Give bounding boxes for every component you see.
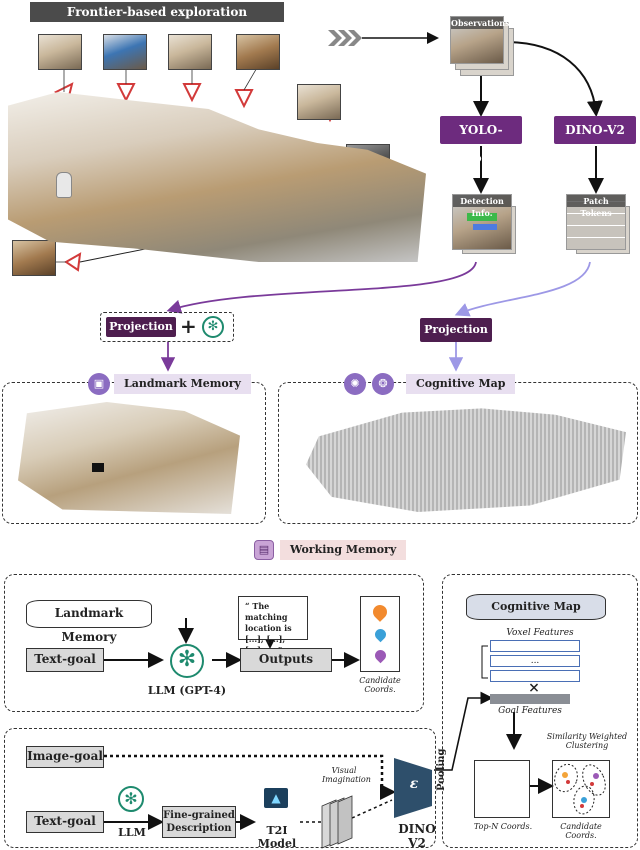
goal-features-label: Goal Features [498, 706, 562, 716]
lower-flow-panel [4, 728, 436, 848]
pin-icon [372, 647, 388, 664]
voxel-feature-bar [490, 670, 580, 682]
projection-right: Projection [420, 318, 492, 342]
detection-info-label: Detection Info. [453, 195, 511, 218]
tv-icon [92, 463, 104, 472]
frontier-title: Frontier-based exploration [30, 2, 284, 22]
llm-gpt4-label: LLM (GPT-4) [147, 684, 227, 697]
room-thumbnail [168, 34, 212, 70]
image-goal-block: Image-goal [26, 746, 104, 768]
llm-icon: ✻ [118, 786, 144, 812]
openai-icon: ✻ [202, 316, 224, 338]
landmark-memory-db: Landmark Memory [26, 600, 152, 644]
working-memory-icon: ▤ [254, 540, 274, 560]
cluster-box [552, 760, 610, 818]
quote-output-text: “ The matching location is [...], [...],… [238, 596, 308, 655]
yolo-world-block: YOLO-World [440, 116, 522, 165]
dino-v2-label: DINO V2 [398, 822, 436, 850]
voxel-feature-bar: ... [490, 655, 580, 667]
plus-sign: + [180, 314, 197, 338]
observations-label: Observations [451, 17, 510, 29]
projection-group [100, 312, 234, 342]
visual-imagination-label: Visual Imagination [322, 766, 371, 784]
gpt4-icon: ✻ [170, 644, 204, 678]
cognitive-map-db: Cognitive Map [466, 594, 606, 620]
robot-icon [56, 172, 72, 198]
landmark-house-image [18, 402, 240, 514]
detection-box [473, 224, 497, 230]
pooling-label: Pooling [436, 748, 447, 792]
room-thumbnail [236, 34, 280, 70]
pin-icon [370, 602, 390, 622]
fine-grained-description-block: Fine-grained Description [162, 806, 236, 838]
upper-flow-panel [4, 574, 424, 712]
landmark-memory-icon: ▣ [88, 373, 110, 395]
text-goal-lower: Text-goal [26, 811, 104, 833]
topn-box [474, 760, 530, 818]
similarity-label: Similarity Weighted Clustering [546, 732, 628, 750]
text-goal-upper: Text-goal [26, 648, 104, 672]
pin-icon [372, 626, 388, 643]
landmark-memory-title: Landmark Memory [114, 374, 251, 394]
t2i-model-label: T2I Model [257, 824, 297, 850]
cognitive-map-icon: ✺ [344, 373, 366, 395]
room-thumbnail [103, 34, 147, 70]
voxel-feature-bar [490, 640, 580, 652]
room-thumbnail [38, 34, 82, 70]
room-thumbnail [12, 240, 56, 276]
encoder-symbol: ε [409, 776, 419, 792]
goal-feature-bar [490, 694, 570, 704]
dino-encoder [394, 758, 432, 818]
chevron-arrows [328, 30, 362, 46]
candidate-coords-upper [360, 596, 400, 672]
detection-box [467, 213, 497, 221]
topn-label: Top-N Coords. [473, 822, 533, 831]
cog-flow-panel [442, 574, 638, 848]
candidate-coords-label-lower: Candidate Coords. [560, 822, 602, 840]
cognitive-map-icon-2: ❂ [372, 373, 394, 395]
projection-left: Projection [106, 317, 176, 337]
patch-tokens-label: Patch Tokens [567, 195, 625, 218]
candidate-coords-label-upper: Candidate Coords. [359, 676, 401, 694]
cognitive-map-title: Cognitive Map [406, 374, 516, 394]
observation-image: Observations [450, 16, 510, 64]
dino-v2-block: DINO-V2 [554, 116, 636, 144]
detection-image: Detection Info. [452, 194, 512, 250]
imagination-sheets [321, 795, 353, 849]
outputs-block: Outputs [240, 648, 332, 672]
clusters [554, 763, 606, 815]
patch-tokens-image: Patch Tokens [566, 194, 626, 250]
t2i-image-icon: ▲ [264, 788, 288, 808]
voxel-features-label: Voxel Features [506, 628, 574, 638]
working-memory-title: Working Memory [280, 540, 407, 560]
multiply-sign: × [528, 680, 540, 696]
llm-label: LLM [118, 826, 146, 839]
room-thumbnail [297, 84, 341, 120]
